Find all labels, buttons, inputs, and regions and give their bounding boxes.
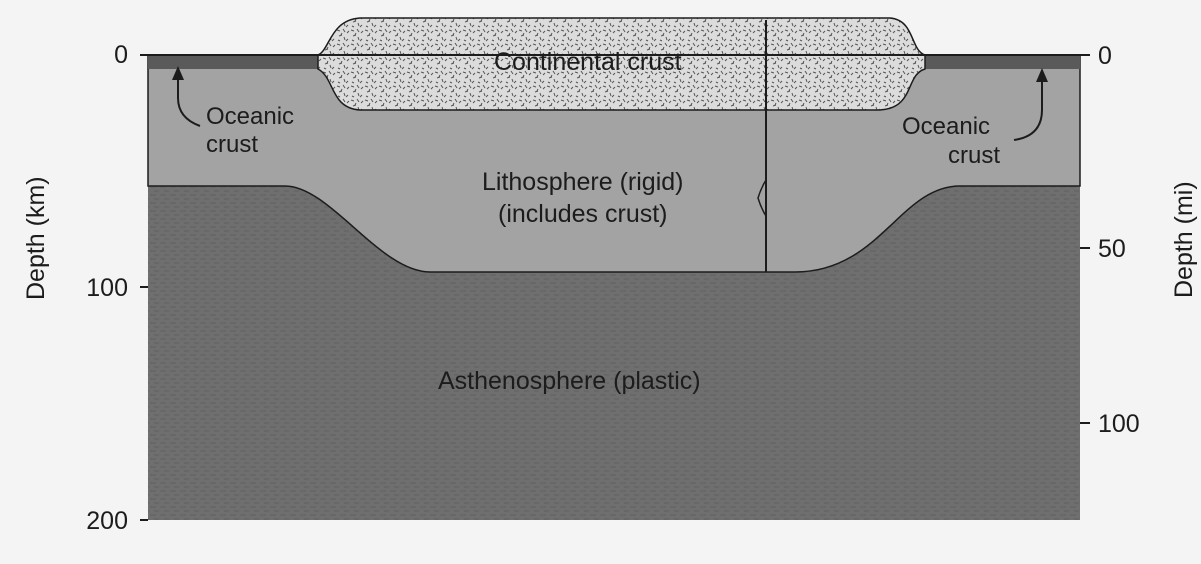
lithosphere-label-line2: (includes crust) [498, 200, 668, 228]
right-tick-label-100: 100 [1098, 410, 1140, 438]
oceanic-crust-right [915, 55, 1080, 69]
left-axis-title: Depth (km) [22, 176, 50, 300]
left-tick-label-100: 100 [86, 274, 128, 302]
left-tick-label-0: 0 [114, 41, 128, 69]
right-tick-label-50: 50 [1098, 235, 1126, 263]
oceanic-crust-left-label-line1: Oceanic [206, 103, 294, 130]
oceanic-crust-right-label-line1: Oceanic [902, 113, 990, 140]
right-tick-label-0: 0 [1098, 42, 1112, 70]
lithosphere-label-line1: Lithosphere (rigid) [482, 168, 684, 196]
left-tick-label-200: 200 [86, 507, 128, 535]
oceanic-crust-left-label-line2: crust [206, 131, 258, 158]
continental-crust-label: Continental crust [494, 48, 682, 76]
asthenosphere-label: Asthenosphere (plastic) [438, 367, 701, 395]
right-axis-title: Depth (mi) [1170, 181, 1198, 298]
oceanic-crust-left [148, 55, 318, 69]
oceanic-crust-right-label-line2: crust [948, 142, 1000, 169]
